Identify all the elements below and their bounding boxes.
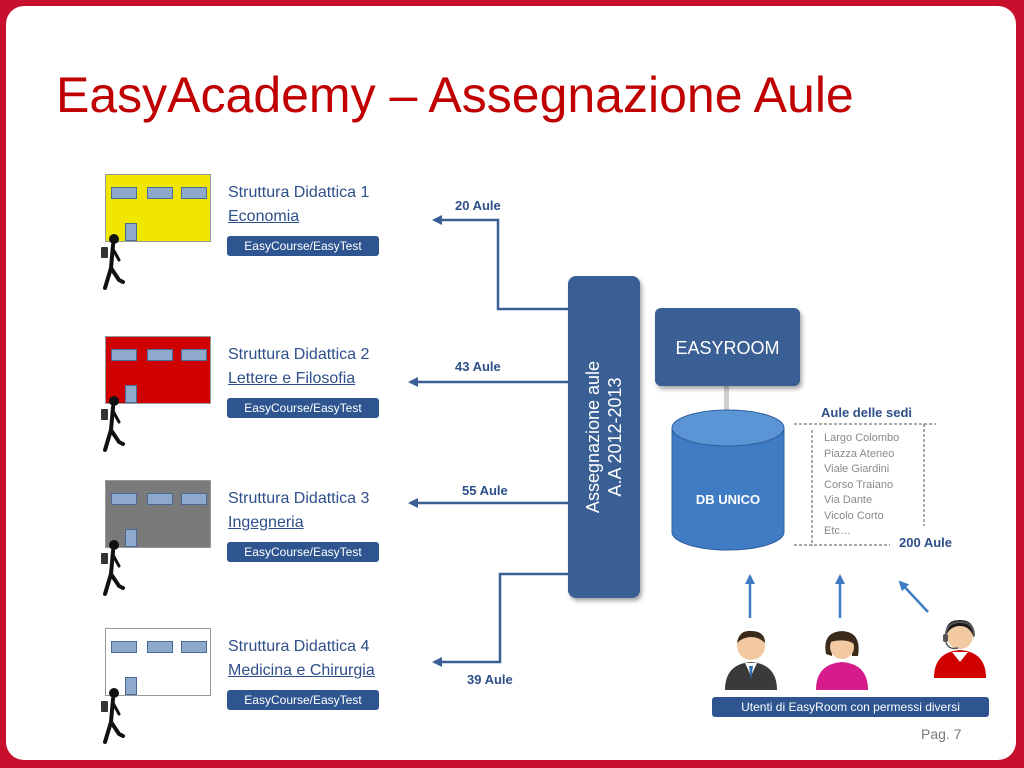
assignment-label: Assegnazione aule A.A 2012-2013 (582, 361, 626, 513)
easycourse-tag: EasyCourse/EasyTest (227, 236, 379, 256)
arrow-user-3 (898, 580, 929, 613)
door-icon (125, 385, 137, 403)
structure-department-link[interactable]: Ingegneria (228, 514, 304, 531)
assignment-line-1: Assegnazione aule (583, 360, 603, 514)
structure-department-link[interactable]: Economia (228, 208, 300, 225)
window-icon (181, 349, 207, 361)
businessman-icon (725, 630, 777, 690)
aule-count: 20 Aule (455, 198, 501, 213)
building-icon (105, 174, 211, 242)
assignment-box: Assegnazione aule A.A 2012-2013 (568, 276, 640, 598)
assignment-line-2: A.A 2012-2013 (605, 377, 625, 497)
walking-person-icon (101, 688, 125, 744)
window-icon (147, 187, 173, 199)
window-icon (147, 349, 173, 361)
sedi-total: 200 Aule (899, 535, 952, 550)
window-icon (111, 641, 137, 653)
arrow-structure-1 (432, 215, 568, 311)
aule-count: 43 Aule (455, 359, 501, 374)
slide-title: EasyAcademy – Assegnazione Aule (56, 67, 854, 123)
window-icon (181, 187, 207, 199)
db-label: DB UNICO (696, 492, 760, 507)
easycourse-tag: EasyCourse/EasyTest (227, 542, 379, 562)
structure-department-link[interactable]: Lettere e Filosofia (228, 370, 356, 387)
page-number: Pag. 7 (921, 726, 962, 742)
sede-item: Piazza Ateneo (824, 447, 895, 460)
building-icon (105, 336, 211, 404)
window-icon (111, 493, 137, 505)
building-icon (105, 480, 211, 548)
sedi-title: Aule delle sedi (821, 405, 913, 420)
aule-count: 39 Aule (467, 672, 513, 687)
walking-person-icon (101, 396, 125, 452)
window-icon (111, 187, 137, 199)
structure-name: Struttura Didattica 3 (228, 490, 370, 507)
building-icon (105, 628, 211, 696)
woman-user-icon (816, 631, 868, 690)
sede-item: Largo Colombo (824, 432, 900, 444)
door-icon (125, 677, 137, 695)
walking-person-icon (101, 540, 125, 596)
easyroom-box: EASYROOM (655, 308, 800, 386)
door-icon (125, 529, 137, 547)
sede-item: Viale Giardini (824, 463, 890, 475)
window-icon (147, 641, 173, 653)
sede-item: Corso Traiano (824, 478, 894, 491)
sede-item: Vicolo Corto (824, 509, 884, 522)
users-label: Utenti di EasyRoom con permessi diversi (712, 697, 989, 717)
structure-name: Struttura Didattica 4 (228, 638, 370, 655)
walking-person-icon (101, 234, 125, 290)
easycourse-tag: EasyCourse/EasyTest (227, 690, 379, 710)
arrow-structure-4 (432, 572, 568, 667)
aule-count: 55 Aule (462, 483, 508, 498)
easycourse-tag: EasyCourse/EasyTest (227, 398, 379, 418)
connector-lines (408, 215, 936, 667)
db-unico-cylinder-icon: DB UNICO (671, 409, 785, 551)
slide: EasyAcademy – Assegnazione Aule S (6, 6, 1016, 760)
structure-name: Struttura Didattica 2 (228, 346, 370, 363)
sede-item: Etc… (824, 525, 851, 537)
window-icon (147, 493, 173, 505)
window-icon (181, 493, 207, 505)
door-icon (125, 223, 137, 241)
structure-name: Struttura Didattica 1 (228, 184, 370, 201)
sede-item: Via Dante (824, 494, 873, 506)
window-icon (181, 641, 207, 653)
structure-department-link[interactable]: Medicina e Chirurgia (228, 662, 375, 679)
window-icon (111, 349, 137, 361)
operator-headset-icon (934, 620, 986, 678)
